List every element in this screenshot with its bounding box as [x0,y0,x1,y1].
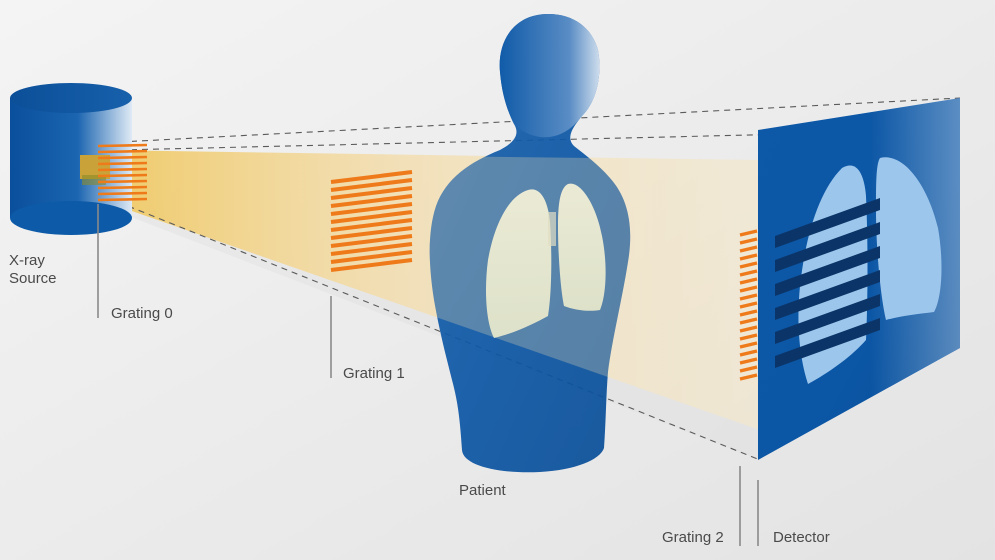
left-lung [486,189,552,338]
label-detector: Detector [773,529,830,546]
detector-lung-right [876,157,942,320]
patient-silhouette [429,14,631,473]
label-patient: Patient [459,482,506,499]
label-xray-source-line1: X-ray [9,252,45,269]
grating-1 [330,170,413,272]
label-grating-1: Grating 1 [343,365,405,382]
beam-overlay [430,156,760,430]
xray-source [10,83,132,235]
grating-2 [739,229,758,381]
leader-lines [97,204,759,546]
right-lung [558,183,606,311]
detector-panel [758,98,960,460]
label-grating-0: Grating 0 [111,305,173,322]
grating-0 [97,143,148,202]
detector-bars [775,198,880,368]
label-xray-source: X-ray Source [9,252,57,288]
label-xray-source-line2: Source [9,270,57,287]
label-grating-2: Grating 2 [662,529,724,546]
